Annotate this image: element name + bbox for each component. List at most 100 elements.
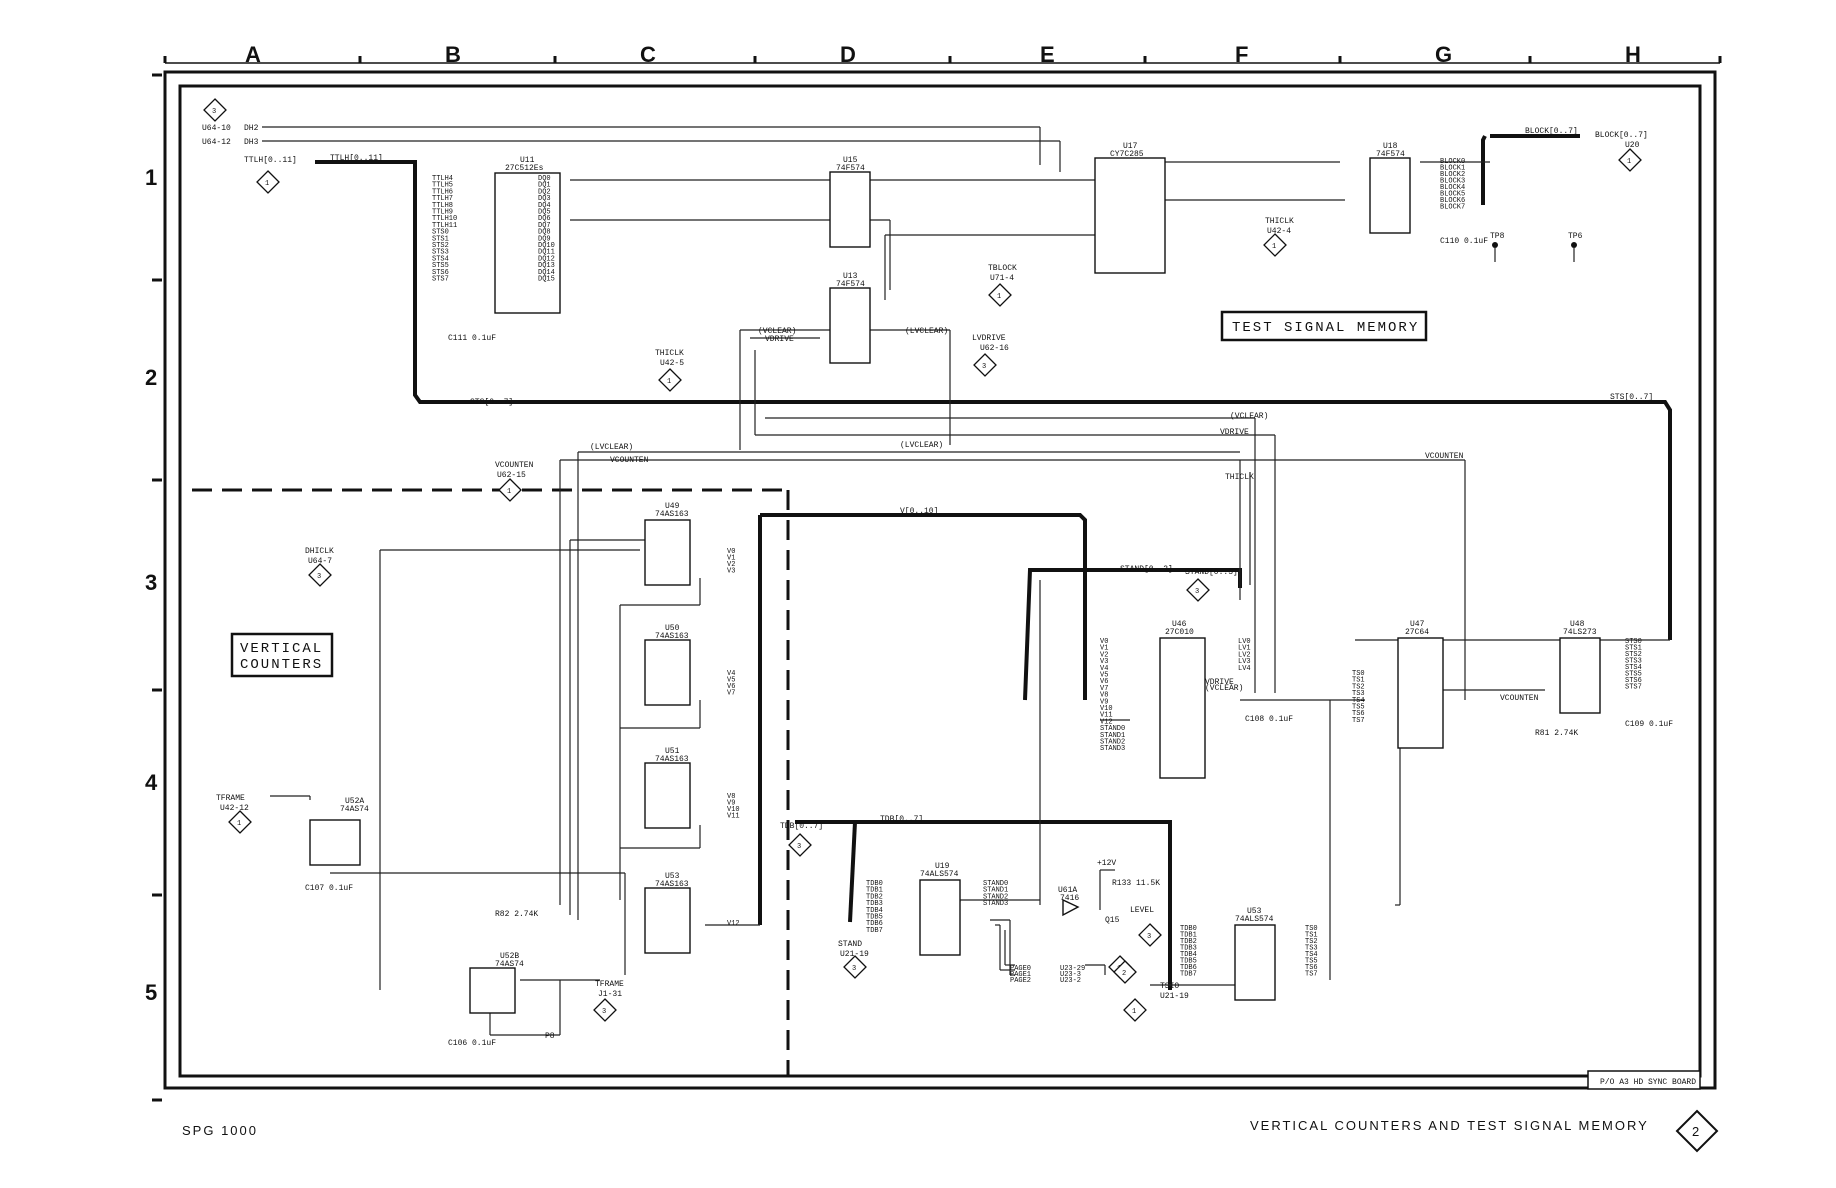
vcounten-net-label-3: VCOUNTEN [1500,694,1539,703]
tp8-label: TP8 [1490,232,1505,241]
tframe-in-port: TFRAME [216,794,245,803]
u46-input-label: V0 [1100,638,1108,646]
vdrive-label: VDRIVE [1220,428,1249,437]
u19-chip [919,879,961,956]
u13-chip [829,287,871,364]
u52a-ref: U52A [345,797,364,806]
u53b-input-label: TDB1 [1180,932,1197,940]
r82-label: R82 2.74K [495,910,538,919]
u50-output-label: V6 [727,683,735,691]
u48-ref: U48 [1570,620,1585,629]
u18-output-label: BLOCK0 [1440,158,1465,166]
u61a-buffer [1062,898,1080,917]
u19-input-label: TDB2 [866,893,883,901]
v-bus-label: V[0..10] [900,507,938,516]
u51-output-label: V11 [727,813,740,821]
u50-chip [644,639,691,706]
title-box-test-signal-memory: TEST SIGNAL MEMORY [1220,310,1428,342]
u46-input-label: V4 [1100,665,1108,673]
sheet-ref-number: 1 [237,820,241,828]
lvclear-label-3: (LVCLEAR) [590,443,633,452]
u49-part: 74AS163 [655,510,689,519]
u19-output-label: STAND0 [983,880,1008,888]
u50-output-label: V7 [727,690,735,698]
u19-input-label: TDB4 [866,907,883,915]
c111-label: C111 0.1uF [448,334,496,343]
page-select-label: PAGE1 [1010,971,1031,979]
sheet-ref-diamond [308,563,332,587]
column-letter-E: E [1040,42,1055,67]
u51-output-label: V10 [727,806,740,814]
u15-ref: U15 [843,156,858,165]
u19-output-label: STAND1 [983,887,1008,895]
vcounten-port: VCOUNTEN [495,461,534,470]
u61a-ref: U61A [1058,886,1077,895]
u21-19a-label: U21-19 [840,950,869,959]
j1-31-label: J1-31 [598,990,622,999]
u11-output-label: DQ12 [538,255,555,263]
u51-ref: U51 [665,747,680,756]
sheet-ref-number: 3 [317,573,321,581]
u11-input-label: STS2 [432,242,449,250]
u11-input-label: STS7 [432,276,449,284]
u50-output-label: V4 [727,670,735,678]
u53-part: 74AS163 [655,880,689,889]
u11-output-label: DQ7 [538,222,551,230]
row-number-1: 1 [145,165,157,190]
u46-input-label: V5 [1100,672,1108,680]
u46-output-label: LV2 [1238,651,1251,659]
u11-output-label: DQ8 [538,229,551,237]
u53-chip [644,887,691,954]
u53b-ref: U53 [1247,907,1262,916]
u64-12-label: U64-12 [202,138,231,147]
u48-output-label: STS4 [1625,664,1642,672]
sheet-ref-diamond [843,955,867,979]
u11-input-label: STS3 [432,249,449,257]
sheet-ref-number: 1 [1272,243,1276,251]
tp6-label: TP6 [1568,232,1583,241]
u46-ref: U46 [1172,620,1187,629]
page-select-label: PAGE0 [1010,965,1031,973]
chip-labels: U11 27C512Es U15 74F574 U13 74F574 U17 C… [340,142,1597,969]
u64-7-label: U64-7 [308,557,332,566]
u46-input-label: STAND2 [1100,739,1125,747]
row-number-5: 5 [145,980,157,1005]
u47-part: 27C64 [1405,628,1429,637]
u11-input-label: TTLH11 [432,222,457,230]
tblock-port: TBLOCK [988,264,1017,273]
u62-16-label: U62-16 [980,344,1009,353]
stand-port: STAND[0..3] [1185,568,1238,577]
sheet-ref-diamond [1263,233,1287,257]
u11-output-label: DQ0 [538,175,551,183]
u18-output-label: BLOCK5 [1440,191,1465,199]
ttlh-port: TTLH[0..11] [244,156,297,165]
u18-ref: U18 [1383,142,1398,151]
u52b-chip [469,967,516,1014]
sheet-ref-diamond [988,283,1012,307]
footer-left: SPG 1000 [182,1123,258,1138]
board-box: P/O A3 HD SYNC BOARD [1587,1070,1701,1090]
u53b-input-label: TDB0 [1180,925,1197,933]
wires [262,126,1670,1036]
u53b-output-label: TS6 [1305,964,1318,972]
u11-input-label: STS4 [432,255,449,263]
u53b-chip [1234,924,1276,1001]
tsio-port: TSIO [1160,982,1179,991]
u11-output-label: DQ13 [538,262,555,270]
u48-chip [1559,637,1601,714]
lvclear-label-2: (LVCLEAR) [900,441,943,450]
column-letter-D: D [840,42,856,67]
u46-input-label: V3 [1100,658,1108,666]
pin-labels: TTLH4TTLH5TTLH6TTLH7TTLH8TTLH9TTLH10TTLH… [432,158,1642,979]
u46-input-label: V7 [1100,685,1108,693]
u53b-input-label: TDB5 [1180,958,1197,966]
u51-output-label: V9 [727,800,735,808]
r133-label: R133 11.5K [1112,879,1160,888]
u46-output-label: LV4 [1238,665,1251,673]
u17-chip [1094,157,1166,274]
sheet-ref-number: 1 [997,293,1001,301]
u49-output-label: V1 [727,555,735,563]
